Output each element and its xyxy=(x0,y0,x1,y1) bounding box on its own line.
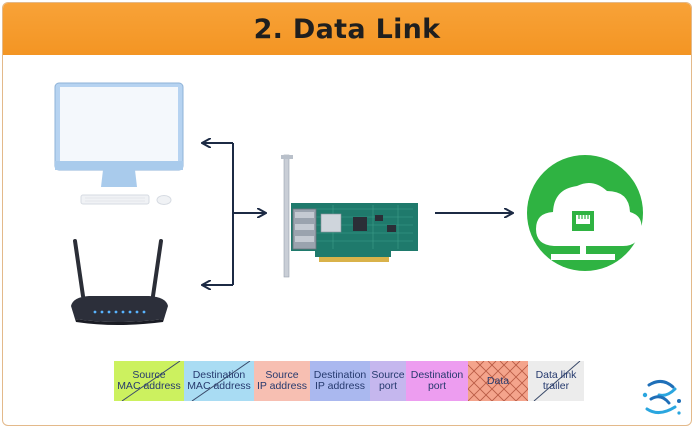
bidirectional-arrows xyxy=(203,143,265,285)
computer-icon xyxy=(54,82,184,205)
field-data-link-trailer: Data link trailer xyxy=(528,361,584,401)
field-label: Source IP address xyxy=(256,369,307,392)
field-label: Data xyxy=(486,374,510,387)
title-bar: 2. Data Link xyxy=(3,3,691,55)
field-label: Source MAC address xyxy=(117,369,181,392)
field-source-ip: Source IP address xyxy=(254,361,310,401)
diagram-art xyxy=(54,82,643,325)
field-source-port: Source port xyxy=(370,361,406,401)
brand-logo-icon xyxy=(642,380,681,415)
nic-card-icon xyxy=(281,154,418,278)
field-destination-port: Destination port xyxy=(406,361,468,401)
cloud-network-icon xyxy=(527,155,643,271)
field-label: Destination IP address xyxy=(313,369,367,392)
diagram-title: 2. Data Link xyxy=(253,13,441,45)
field-label: Destination MAC address xyxy=(187,369,251,392)
field-label: Data link trailer xyxy=(535,369,577,392)
field-data: Data xyxy=(468,361,528,401)
field-label: Source port xyxy=(371,369,405,392)
router-icon xyxy=(71,239,168,325)
field-source-mac: Source MAC address xyxy=(114,361,184,401)
frame-field-strip: Source MAC address Destination MAC addre… xyxy=(114,361,584,401)
field-destination-ip: Destination IP address xyxy=(310,361,370,401)
field-destination-mac: Destination MAC address xyxy=(184,361,254,401)
field-label: Destination port xyxy=(410,369,464,392)
